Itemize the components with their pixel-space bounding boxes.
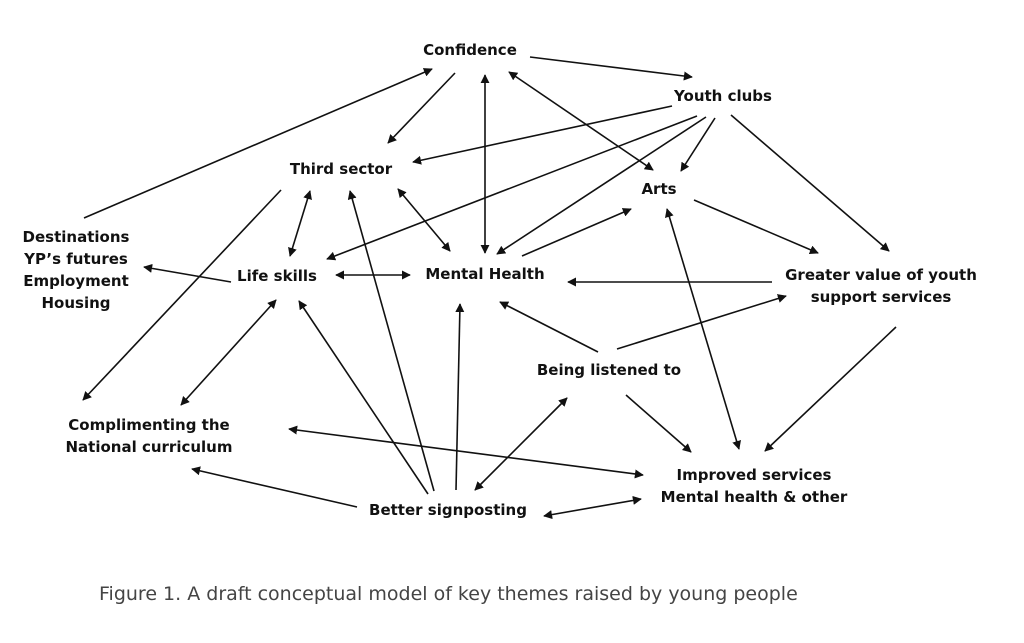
node-greater-value: Greater value of youth support services — [785, 266, 977, 306]
node-life-skills: Life skills — [237, 267, 317, 285]
edge-youth-clubs-to-greater-value — [730, 114, 890, 252]
edge-arts-to-improved-services-bidirectional — [665, 208, 741, 450]
node-label: Being listened to — [537, 361, 681, 379]
edge-youth-clubs-to-life-skills — [326, 115, 698, 261]
edge-confidence-to-third-sector — [387, 72, 456, 144]
node-label: Complimenting the — [68, 416, 229, 434]
edge-destinations-to-confidence — [83, 68, 433, 219]
node-label: Confidence — [423, 41, 517, 59]
node-label: Housing — [41, 294, 110, 312]
edge-third-sector-to-mental-health-bidirectional — [397, 188, 451, 252]
node-label: Improved services — [677, 466, 832, 484]
edge-being-listened-to-better-signposting-bidirectional — [474, 397, 568, 491]
node-label: Third sector — [290, 160, 393, 178]
node-confidence: Confidence — [423, 41, 517, 59]
node-youth-clubs: Youth clubs — [673, 87, 772, 105]
edge-being-listened-to-mental-health — [499, 301, 599, 353]
node-label: Employment — [23, 272, 129, 290]
node-arts: Arts — [641, 180, 676, 198]
node-label: support services — [811, 288, 952, 306]
edge-confidence-to-arts-bidirectional — [508, 71, 654, 171]
edge-life-skills-to-complimenting-bidirectional — [180, 299, 277, 406]
edge-complimenting-to-improved-services-bidirectional — [288, 425, 644, 479]
edge-mental-health-to-arts — [521, 208, 632, 257]
edge-arts-to-greater-value — [693, 199, 819, 254]
node-label: Life skills — [237, 267, 317, 285]
node-label: Arts — [641, 180, 676, 198]
node-label: Destinations — [23, 228, 130, 246]
edge-youth-clubs-to-mental-health — [496, 116, 707, 255]
edge-being-listened-to-improved-services — [625, 394, 692, 453]
node-being-listened: Being listened to — [537, 361, 681, 379]
edge-youth-clubs-to-arts — [680, 117, 716, 172]
node-label: Mental Health — [425, 265, 544, 283]
edge-better-signposting-to-mental-health — [455, 303, 465, 491]
node-label: YP’s futures — [23, 250, 128, 268]
node-label: Greater value of youth — [785, 266, 977, 284]
node-label: Youth clubs — [673, 87, 772, 105]
node-label: Better signposting — [369, 501, 527, 519]
edge-being-listened-to-greater-value — [616, 294, 787, 350]
edge-youth-clubs-to-third-sector — [412, 105, 673, 165]
edge-third-sector-to-life-skills-bidirectional — [288, 190, 312, 257]
node-label: Mental health & other — [661, 488, 848, 506]
edge-better-signposting-to-improved-services-bidirectional — [543, 495, 642, 520]
edge-third-sector-to-complimenting — [82, 189, 282, 401]
node-better-signposting: Better signposting — [369, 501, 527, 519]
node-label: National curriculum — [66, 438, 233, 456]
edge-confidence-to-youth-clubs — [529, 56, 693, 81]
edge-better-signposting-to-complimenting — [191, 466, 358, 508]
figure-caption: Figure 1. A draft conceptual model of ke… — [99, 583, 798, 605]
edge-life-skills-to-destinations — [143, 263, 232, 283]
node-mental-health: Mental Health — [425, 265, 544, 283]
edges — [82, 56, 897, 520]
node-third-sector: Third sector — [290, 160, 393, 178]
edge-greater-value-to-improved-services — [764, 326, 897, 452]
